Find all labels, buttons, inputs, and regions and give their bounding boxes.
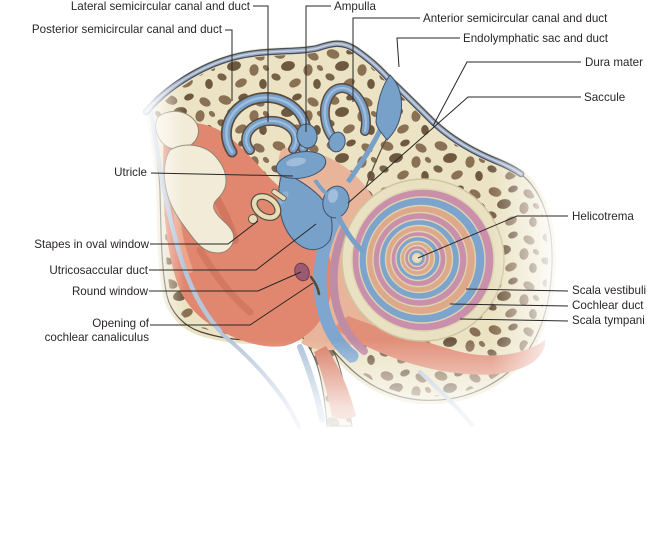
leader-ampulla	[305, 5, 331, 132]
stapes	[248, 188, 289, 224]
leader-cochlear-duct	[449, 303, 569, 307]
vestibular-organs	[275, 74, 402, 254]
label-scala-vestibuli: Scala vestibuli	[572, 284, 647, 297]
label-lateral-semicircular-canal: Lateral semicircular canal and duct	[70, 0, 250, 13]
label-scala-tympani: Scala tympani	[572, 314, 645, 327]
dura-mater-band	[142, 40, 525, 178]
leader-lateral-semicircular-canal	[253, 5, 269, 122]
leader-posterior-semicircular-canal	[225, 29, 233, 101]
label-round-window: Round window	[71, 285, 148, 298]
ductus-reuniens	[335, 214, 366, 254]
leader-lines	[149, 5, 581, 326]
utricosaccular-duct-shape	[313, 178, 334, 200]
cochlea-spiral	[341, 178, 505, 342]
label-saccule: Saccule	[584, 91, 626, 104]
label-cochlear-canaliculus: Opening of cochlear canaliculus	[44, 317, 149, 344]
label-posterior-semicircular-canal: Posterior semicircular canal and duct	[31, 23, 222, 36]
label-endolymphatic-sac: Endolymphatic sac and duct	[463, 32, 609, 45]
ampulla-lateral	[296, 123, 318, 149]
label-utricle: Utricle	[114, 166, 147, 179]
label-dura-mater: Dura mater	[585, 56, 643, 69]
leader-utricle	[150, 172, 294, 177]
leader-anterior-semicircular-canal	[352, 17, 420, 102]
leader-dura-mater	[432, 61, 581, 127]
leader-saccule	[347, 96, 581, 204]
stapes-footplate	[271, 188, 287, 202]
label-stapes-in-oval-window: Stapes in oval window	[34, 238, 149, 251]
fade-left	[128, 48, 184, 368]
leader-cochlear-canaliculus	[150, 282, 314, 326]
leader-scala-tympani	[459, 318, 569, 322]
cochlear-canaliculus-opening	[309, 275, 321, 296]
label-cochlear-duct: Cochlear duct	[572, 299, 644, 312]
label-anterior-semicircular-canal: Anterior semicircular canal and duct	[423, 12, 608, 25]
leader-utricosaccular-duct	[149, 223, 317, 271]
leader-endolymphatic-sac	[396, 37, 460, 68]
leader-stapes	[150, 220, 259, 245]
leader-scala-vestibuli	[465, 288, 569, 292]
fade-right	[492, 118, 592, 418]
label-utricosaccular-duct: Utricosaccular duct	[49, 264, 148, 277]
endolymphatic-sac-shape	[375, 74, 402, 141]
label-helicotrema: Helicotrema	[572, 210, 634, 223]
helicotrema-center	[411, 252, 423, 264]
utricle-organ	[275, 150, 327, 180]
stapes-head	[248, 214, 258, 224]
leader-round-window	[149, 271, 302, 292]
leader-helicotrema	[417, 215, 568, 259]
ampulla-anterior	[328, 131, 346, 153]
basal-turn-pink	[329, 226, 368, 355]
label-ampulla: Ampulla	[334, 0, 376, 13]
